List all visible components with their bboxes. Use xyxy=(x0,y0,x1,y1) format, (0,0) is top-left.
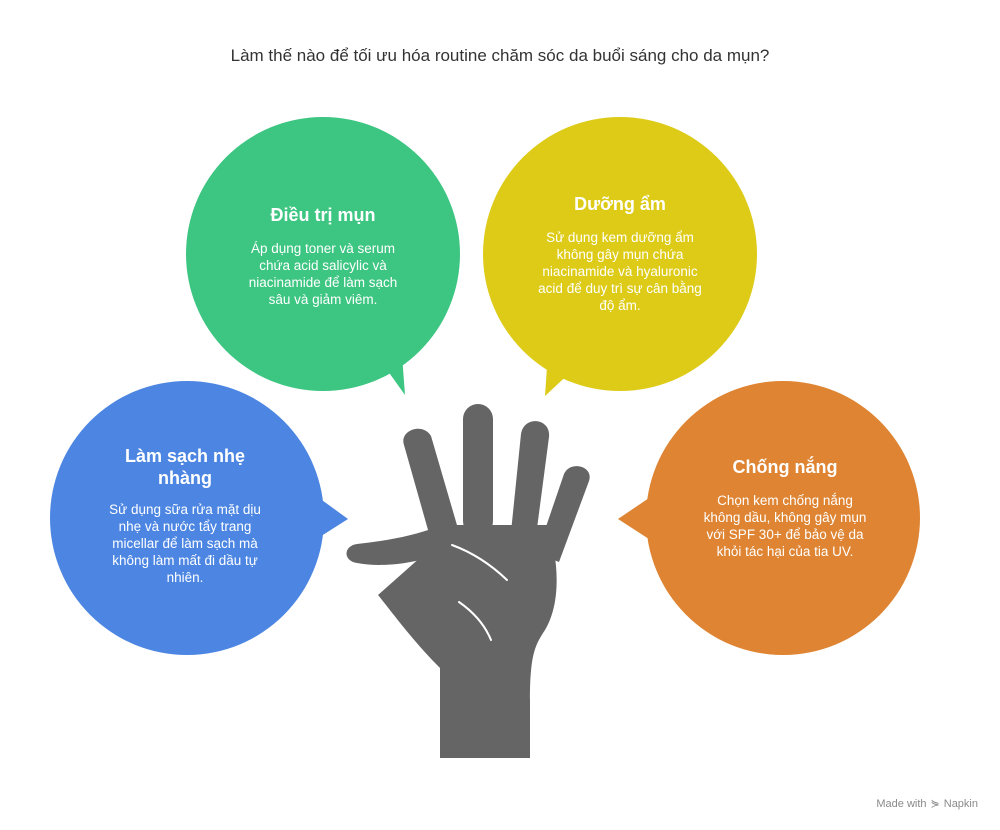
cleanse-body: Sử dụng sữa rửa mặt dịu nhẹ và nước tẩy … xyxy=(109,502,261,585)
made-with-napkin[interactable]: Made with ⋟ Napkin xyxy=(876,797,978,811)
treatment-heading: Điều trị mụn xyxy=(270,205,376,225)
napkin-brand: Napkin xyxy=(943,797,978,810)
sunscreen-heading: Chống nắng xyxy=(732,457,838,477)
bubble-moisturize xyxy=(483,117,757,396)
made-with-label: Made with xyxy=(876,797,927,810)
bubble-sunscreen xyxy=(618,381,920,655)
hand-icon xyxy=(346,404,590,758)
bubble-treatment xyxy=(186,117,460,395)
bubble-cleanse xyxy=(50,381,348,655)
sunscreen-body: Chọn kem chống nắng không dầu, không gây… xyxy=(703,493,867,559)
cleanse-heading: Làm sạch nhẹ nhàng xyxy=(124,446,246,488)
napkin-logo-icon: ⋟ xyxy=(930,798,940,810)
treatment-body: Áp dụng toner và serum chứa acid salicyl… xyxy=(248,241,398,307)
bubble-cleanse-text: Làm sạch nhẹ nhàng Sử dụng sữa rửa mặt d… xyxy=(100,445,270,586)
bubble-moisturize-text: Dưỡng ẩm Sử dụng kem dưỡng ẩm không gây … xyxy=(535,193,705,314)
moisturize-body: Sử dụng kem dưỡng ẩm không gây mụn chứa … xyxy=(538,230,702,313)
page-title: Làm thế nào để tối ưu hóa routine chăm s… xyxy=(230,46,770,65)
bubble-sunscreen-text: Chống nắng Chọn kem chống nắng không dầu… xyxy=(700,456,870,560)
bubble-treatment-text: Điều trị mụn Áp dụng toner và serum chứa… xyxy=(238,204,408,308)
moisturize-heading: Dưỡng ẩm xyxy=(574,194,666,214)
